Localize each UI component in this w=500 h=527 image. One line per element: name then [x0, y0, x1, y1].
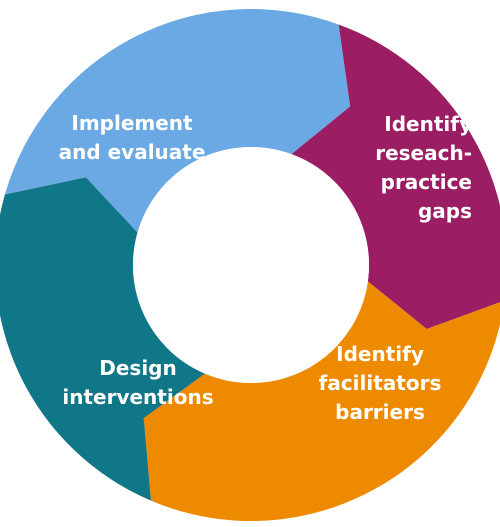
segment-identify-barriers [143, 281, 500, 521]
label-line: interventions [62, 385, 214, 409]
label-line: Design [99, 356, 177, 380]
segment-implement-evaluate [4, 8, 351, 233]
label-line: Identify [336, 342, 424, 366]
segment-identify-gaps [291, 24, 500, 329]
label-line: reseach- [375, 141, 472, 165]
label-line: and evaluate [58, 140, 206, 164]
label-line: gaps [417, 199, 472, 223]
label-line: barriers [335, 400, 425, 424]
label-line: practice [380, 170, 472, 194]
label-line: Implement [71, 111, 193, 135]
step-label-identify-gaps: Identify reseach- practice gaps [312, 110, 472, 226]
step-label-implement-evaluate: Implement and evaluate [52, 109, 212, 167]
label-line: Identify [384, 112, 472, 136]
step-label-identify-barriers: Identify facilitators barriers [300, 340, 460, 427]
segment-design-interventions [0, 177, 205, 501]
center-hole [133, 147, 369, 383]
step-label-design-interventions: Design interventions [58, 354, 218, 412]
label-line: facilitators [318, 371, 442, 395]
